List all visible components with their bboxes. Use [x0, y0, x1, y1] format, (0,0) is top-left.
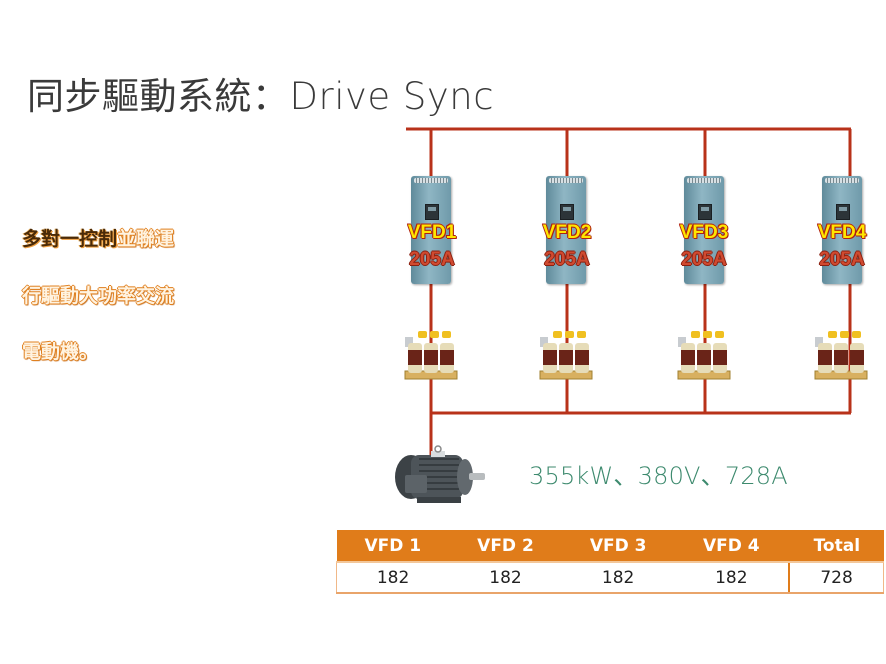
- slide-title: 同步驅動系統：Drive Sync: [27, 75, 495, 118]
- table-header-vfd-1: VFD 1: [336, 530, 450, 563]
- table-header-vfd-2: VFD 2: [449, 530, 562, 563]
- vfd-1-name: VFD1: [407, 222, 457, 243]
- table-cell-vfd-2: 182: [449, 562, 562, 594]
- motor-specs: 355kW、380V、728A: [529, 462, 788, 490]
- current-distribution-table: VFD 1 VFD 2 VFD 3 VFD 4 Total 182 182 18…: [336, 530, 885, 594]
- vfd-drive-icon: [684, 176, 724, 284]
- vfd-1-rating: 205A: [409, 249, 455, 270]
- reactor-icon: [539, 331, 593, 380]
- reactor-icon: [814, 331, 868, 380]
- table-header-vfd-4: VFD 4: [674, 530, 790, 563]
- table-header-total: Total: [788, 530, 884, 563]
- vfd-3-rating: 205A: [681, 249, 727, 270]
- table-cell-total: 728: [788, 562, 885, 594]
- table-cell-vfd-3: 182: [561, 562, 675, 594]
- table-row: 182 182 182 182 728: [336, 562, 885, 594]
- description-line-1: 多對一控制並聯運: [22, 224, 174, 251]
- description-line-2: 行驅動大功率交流: [22, 285, 175, 307]
- description-line-3: 電動機。: [22, 341, 99, 363]
- table-header-row: VFD 1 VFD 2 VFD 3 VFD 4 Total: [336, 530, 884, 563]
- vfd-drive-icon: [411, 176, 451, 284]
- reactor-icon: [677, 331, 731, 380]
- description-text: 並聯運: [117, 228, 175, 250]
- vfd-2-rating: 205A: [544, 249, 590, 270]
- table-cell-vfd-1: 182: [336, 562, 450, 594]
- vfd-3-name: VFD3: [679, 222, 729, 243]
- vfd-drive-icon: [822, 176, 862, 284]
- vfd-2-name: VFD2: [542, 222, 592, 243]
- vfd-4-name: VFD4: [817, 222, 867, 243]
- vfd-4-rating: 205A: [819, 249, 865, 270]
- reactor-icon: [404, 331, 458, 380]
- vfd-drive-icon: [546, 176, 586, 284]
- table-cell-vfd-4: 182: [674, 562, 790, 594]
- description-highlight: 多對一控制: [22, 228, 118, 250]
- table-header-vfd-3: VFD 3: [561, 530, 675, 563]
- motor-icon: [395, 445, 485, 503]
